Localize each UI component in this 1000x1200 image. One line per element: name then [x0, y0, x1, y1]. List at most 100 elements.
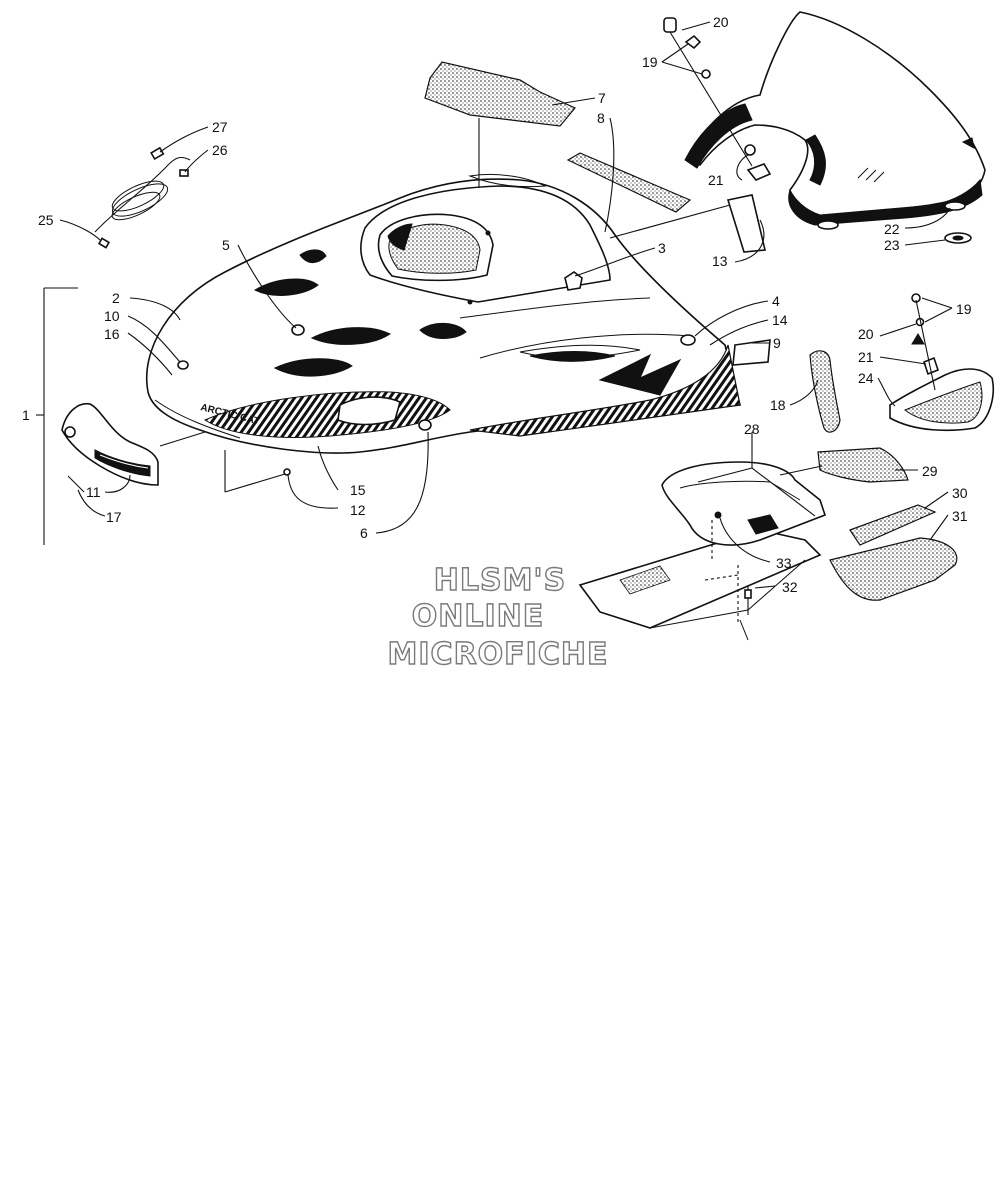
belly-pan-28 [661, 461, 827, 546]
callout-32: 32 [782, 579, 798, 595]
side-fairing-24 [889, 293, 994, 432]
small-decal-9 [732, 339, 771, 366]
screw-cap-20 [663, 17, 677, 33]
fastener-17-head [64, 426, 76, 438]
callout-19-right: 19 [956, 301, 972, 317]
belly-pan-assembly [578, 447, 958, 641]
rivet-33 [714, 511, 722, 519]
watermark-line-2: ONLINE [412, 599, 545, 634]
watermark: HLSM'S ONLINE MICROFICHE [387, 562, 609, 672]
callout-16: 16 [104, 326, 120, 342]
hood-trim-line [154, 399, 241, 439]
callout-20-top: 20 [713, 14, 729, 30]
well-nut-21-upper [744, 144, 756, 156]
washer-19 [701, 69, 711, 79]
callout-24: 24 [858, 370, 874, 386]
hood-decal-z-mark [598, 353, 682, 396]
watermark-line-3: MICROFICHE [388, 637, 609, 672]
windshield-logo-mark [961, 137, 975, 149]
grommet-23-hole [952, 235, 964, 241]
knee-pad-18 [809, 350, 841, 433]
rivet-32-head [744, 589, 752, 599]
well-nut-21-right [923, 356, 939, 376]
well-nut-21 [746, 163, 772, 181]
callout-31: 31 [952, 508, 968, 524]
windshield-body [689, 11, 986, 221]
gauge-window-shadow [387, 223, 413, 251]
side-fairing-11 [61, 403, 159, 493]
hardware-axis [669, 31, 753, 167]
hood-vent-left-small [299, 249, 327, 264]
callout-22: 22 [884, 221, 900, 237]
hood-crease [459, 297, 651, 319]
screw-19-top [684, 34, 702, 50]
callout-27: 27 [212, 119, 228, 135]
callout-15: 15 [350, 482, 366, 498]
hood-vent-center-1 [310, 327, 391, 345]
callout-10: 10 [104, 308, 120, 324]
callout-11: 11 [86, 484, 101, 500]
cable-assembly [94, 146, 191, 249]
assembly-bracket-1 [36, 287, 78, 545]
callout-6: 6 [360, 525, 368, 541]
belly-pan-slot [747, 514, 779, 535]
callout-5: 5 [222, 237, 230, 253]
side-panel-13 [726, 194, 766, 253]
top-pad [424, 61, 576, 127]
hood-vent-left-upper [253, 278, 319, 296]
callout-26: 26 [212, 142, 228, 158]
windshield-edge-bottom [788, 178, 983, 226]
fastener-3 [564, 271, 583, 291]
pad-31 [829, 537, 958, 601]
callout-9: 9 [773, 335, 781, 351]
gauge-window-lens [388, 223, 481, 274]
callout-7: 7 [598, 90, 606, 106]
hood-vent-center-2 [273, 358, 353, 377]
tunnel-edge [599, 559, 806, 629]
hood-scoop-right-shadow [529, 351, 616, 362]
windshield-tab-right [944, 201, 966, 211]
leader-lines [59, 21, 953, 589]
rivet-32-tail [739, 619, 749, 641]
hood-vent-center-3 [419, 323, 467, 339]
fastener-10 [177, 360, 189, 370]
callout-1: 1 [22, 407, 30, 423]
callout-28: 28 [744, 421, 760, 437]
callout-13: 13 [712, 253, 728, 269]
callout-19-top: 19 [642, 54, 658, 70]
screw-12 [283, 468, 291, 476]
hardware-axis-right [915, 299, 936, 391]
callout-2: 2 [112, 290, 120, 306]
callout-3: 3 [658, 240, 666, 256]
visor-strip [566, 152, 692, 213]
windshield-edge-left [684, 103, 753, 169]
callout-30: 30 [952, 485, 968, 501]
pad-29 [817, 447, 909, 483]
callout-33: 33 [776, 555, 792, 571]
screw-17 [67, 475, 85, 493]
watermark-line-1: HLSM'S [434, 563, 566, 598]
callout-20-right: 20 [858, 326, 874, 342]
arrow-mark-right [911, 333, 925, 345]
callout-21-top: 21 [708, 172, 724, 188]
windshield-glare [857, 167, 885, 183]
callout-25: 25 [38, 212, 54, 228]
fastener-4 [680, 334, 696, 346]
callout-18: 18 [770, 397, 786, 413]
pad-30 [849, 504, 937, 546]
hood-body-line-1 [479, 333, 691, 359]
belly-pan-edge [679, 480, 801, 501]
callout-23: 23 [884, 237, 900, 253]
callout-labels: 1 2 3 4 5 6 7 8 9 10 11 12 13 14 15 16 1… [22, 14, 972, 595]
callout-29: 29 [922, 463, 938, 479]
callout-14: 14 [772, 312, 788, 328]
model-badge [337, 396, 401, 426]
console-screw [467, 299, 473, 305]
callout-12: 12 [350, 502, 366, 518]
callout-21-right: 21 [858, 349, 874, 365]
callout-4: 4 [772, 293, 780, 309]
callout-8: 8 [597, 110, 605, 126]
windshield [663, 11, 986, 244]
hood-decal-right [469, 344, 741, 437]
